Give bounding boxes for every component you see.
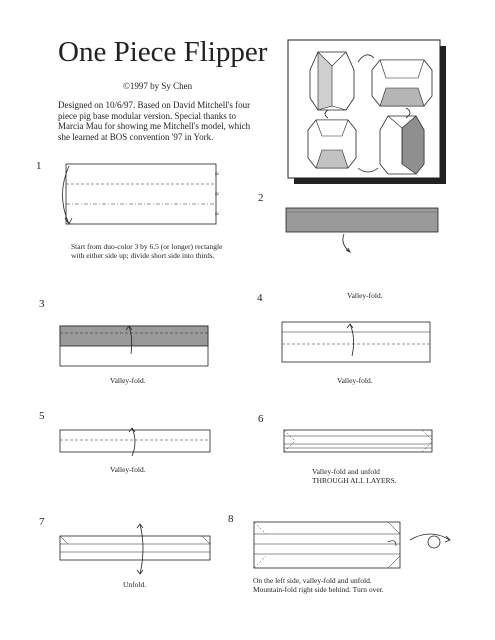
step-8-caption-line-2: Mountain-fold right side behind. Turn ov… [253, 585, 384, 594]
document-title: One Piece Flipper [58, 36, 268, 68]
copyright-line: ©1997 by Sy Chen [123, 81, 193, 91]
step-5-caption: Valley-fold. [110, 465, 146, 474]
step-3-diagram [59, 325, 209, 367]
step-5-number: 5 [39, 410, 45, 422]
fold-arrow-icon [349, 323, 354, 357]
turn-over-arrow-icon [409, 533, 451, 541]
step-3-caption: Valley-fold. [110, 376, 146, 385]
step-4-caption: Valley-fold. [337, 376, 373, 385]
step-8-caption-line-1: On the left side, valley-fold and unfold… [253, 576, 372, 585]
step-8-diagram [253, 521, 451, 569]
model-unit-bottom-left [307, 119, 357, 169]
step-1-diagram: ≈ ≈ ≈ [62, 163, 219, 225]
cycle-arrow-icon [357, 54, 375, 63]
fold-arrow-icon [131, 427, 136, 457]
cycle-arrow-icon [324, 109, 329, 119]
model-unit-top-left [309, 51, 355, 111]
fold-arrow-icon [128, 325, 133, 355]
step-4-number: 4 [257, 292, 263, 304]
mountain-fold-arrow-icon [387, 540, 397, 547]
fold-arrow-icon [342, 233, 351, 253]
unfold-arrow-icon [139, 523, 144, 575]
step-7-number: 7 [39, 516, 45, 528]
step-4-diagram [281, 321, 431, 363]
step-6-diagram [283, 429, 433, 453]
svg-text:≈: ≈ [215, 210, 219, 218]
cycle-arrow-icon [357, 167, 379, 173]
step-1-caption: Start from duo-color 3 by 6.5 (or longer… [71, 242, 271, 260]
description-paragraph: Designed on 10/6/97. Based on David Mitc… [58, 100, 251, 142]
step-8-caption: On the left side, valley-fold and unfold… [253, 576, 384, 594]
finished-model-illustration [287, 39, 446, 184]
step-3-number: 3 [39, 298, 45, 310]
step-2-number: 2 [258, 192, 264, 204]
step-7-diagram [59, 523, 211, 575]
cycle-arrow-icon [405, 107, 411, 119]
step-6-caption-line-1: Valley-fold and unfold [312, 467, 380, 476]
svg-text:≈: ≈ [215, 170, 219, 178]
step-6-caption-line-2: THROUGH ALL LAYERS. [312, 476, 397, 485]
step-7-caption: Unfold. [123, 580, 147, 589]
model-unit-top-right [371, 59, 433, 107]
step-8-number: 8 [228, 513, 234, 525]
step-2-diagram [285, 207, 439, 253]
fold-arrow-icon [62, 165, 70, 225]
step-1-number: 1 [36, 160, 42, 172]
step-2-caption: Valley-fold. [347, 291, 383, 300]
svg-text:≈: ≈ [215, 190, 219, 198]
step-1-caption-line-2: with either side up; divide short side i… [71, 251, 215, 260]
model-unit-bottom-right [379, 115, 425, 175]
step-6-number: 6 [258, 413, 264, 425]
step-5-diagram [59, 427, 211, 457]
step-6-caption: Valley-fold and unfold THROUGH ALL LAYER… [312, 467, 397, 485]
step-1-caption-line-1: Start from duo-color 3 by 6.5 (or longer… [71, 242, 223, 251]
